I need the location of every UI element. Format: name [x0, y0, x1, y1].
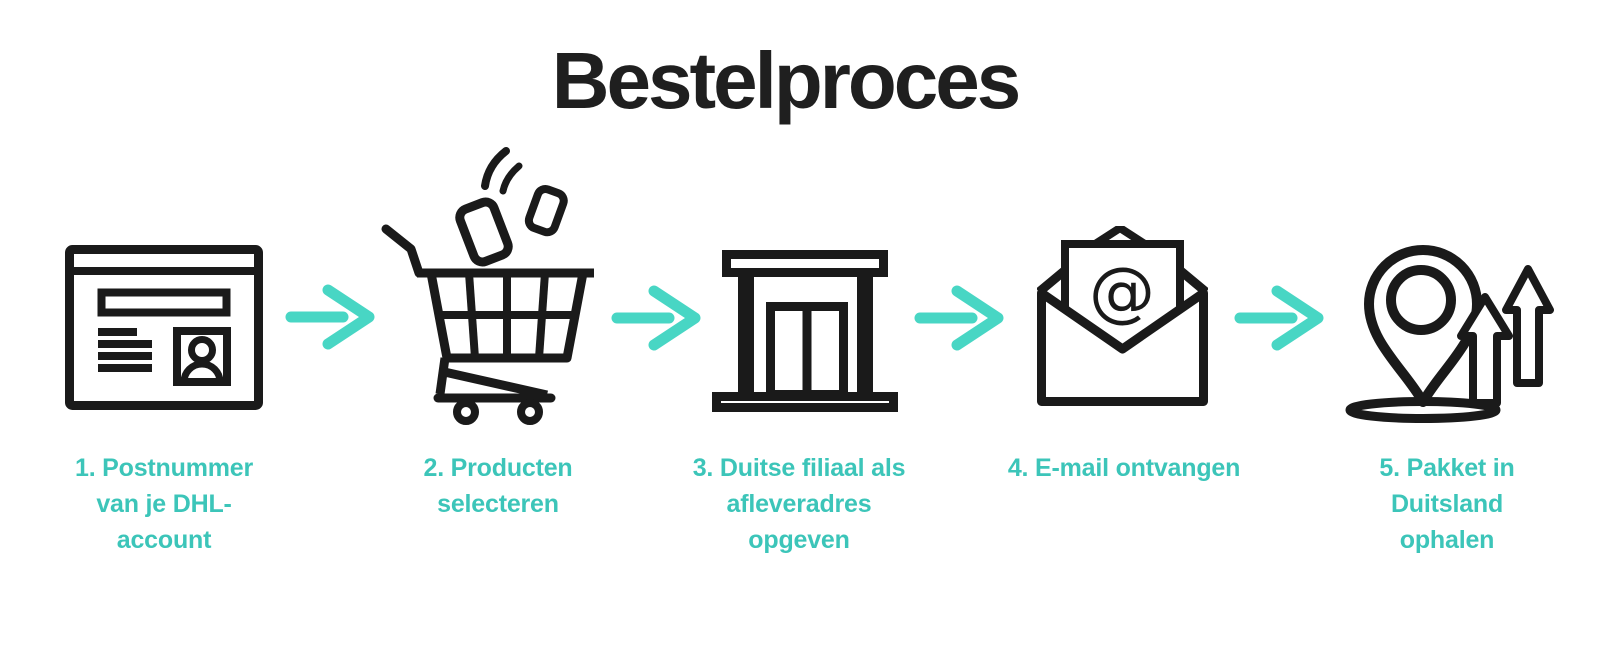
step-label-3: 3. Duitse filiaal als afleveradres opgev… [649, 450, 949, 558]
step-label-2: 2. Producten selecteren [348, 450, 648, 522]
step-label-1: 1. Postnummer van je DHL- account [14, 450, 314, 558]
step-label-line: account [116, 526, 212, 554]
step-label-line: 2. Producten [423, 454, 573, 482]
step-label-line: selecteren [437, 490, 559, 518]
right-arrow-icon [1234, 283, 1324, 353]
step-label-line: 1. Postnummer [74, 454, 253, 482]
store-building-icon [712, 250, 898, 412]
step-label-line: van je DHL- [96, 490, 232, 518]
account-window-icon [65, 245, 263, 410]
step-label-line: Duitsland [1390, 490, 1504, 518]
step-label-line: 3. Duitse filiaal als [692, 454, 906, 482]
step-label-line: ophalen [1399, 526, 1495, 554]
step-label-4: 4. E-mail ontvangen [974, 450, 1274, 486]
right-arrow-icon [914, 283, 1004, 353]
at-symbol: @ [1089, 253, 1155, 330]
shopping-cart-icon [371, 140, 601, 432]
email-envelope-icon: @ [1037, 226, 1208, 406]
step-label-5: 5. Pakket in Duitsland ophalen [1297, 450, 1597, 558]
right-arrow-icon [285, 282, 375, 352]
right-arrow-icon [611, 283, 701, 353]
step-label-line: 4. E-mail ontvangen [1007, 454, 1241, 482]
location-pin-icon [1325, 240, 1557, 424]
page-title: Bestelproces [551, 36, 1021, 125]
step-label-line: afleveradres [726, 490, 872, 518]
step-label-line: opgeven [748, 526, 850, 554]
step-label-line: 5. Pakket in [1379, 454, 1515, 482]
